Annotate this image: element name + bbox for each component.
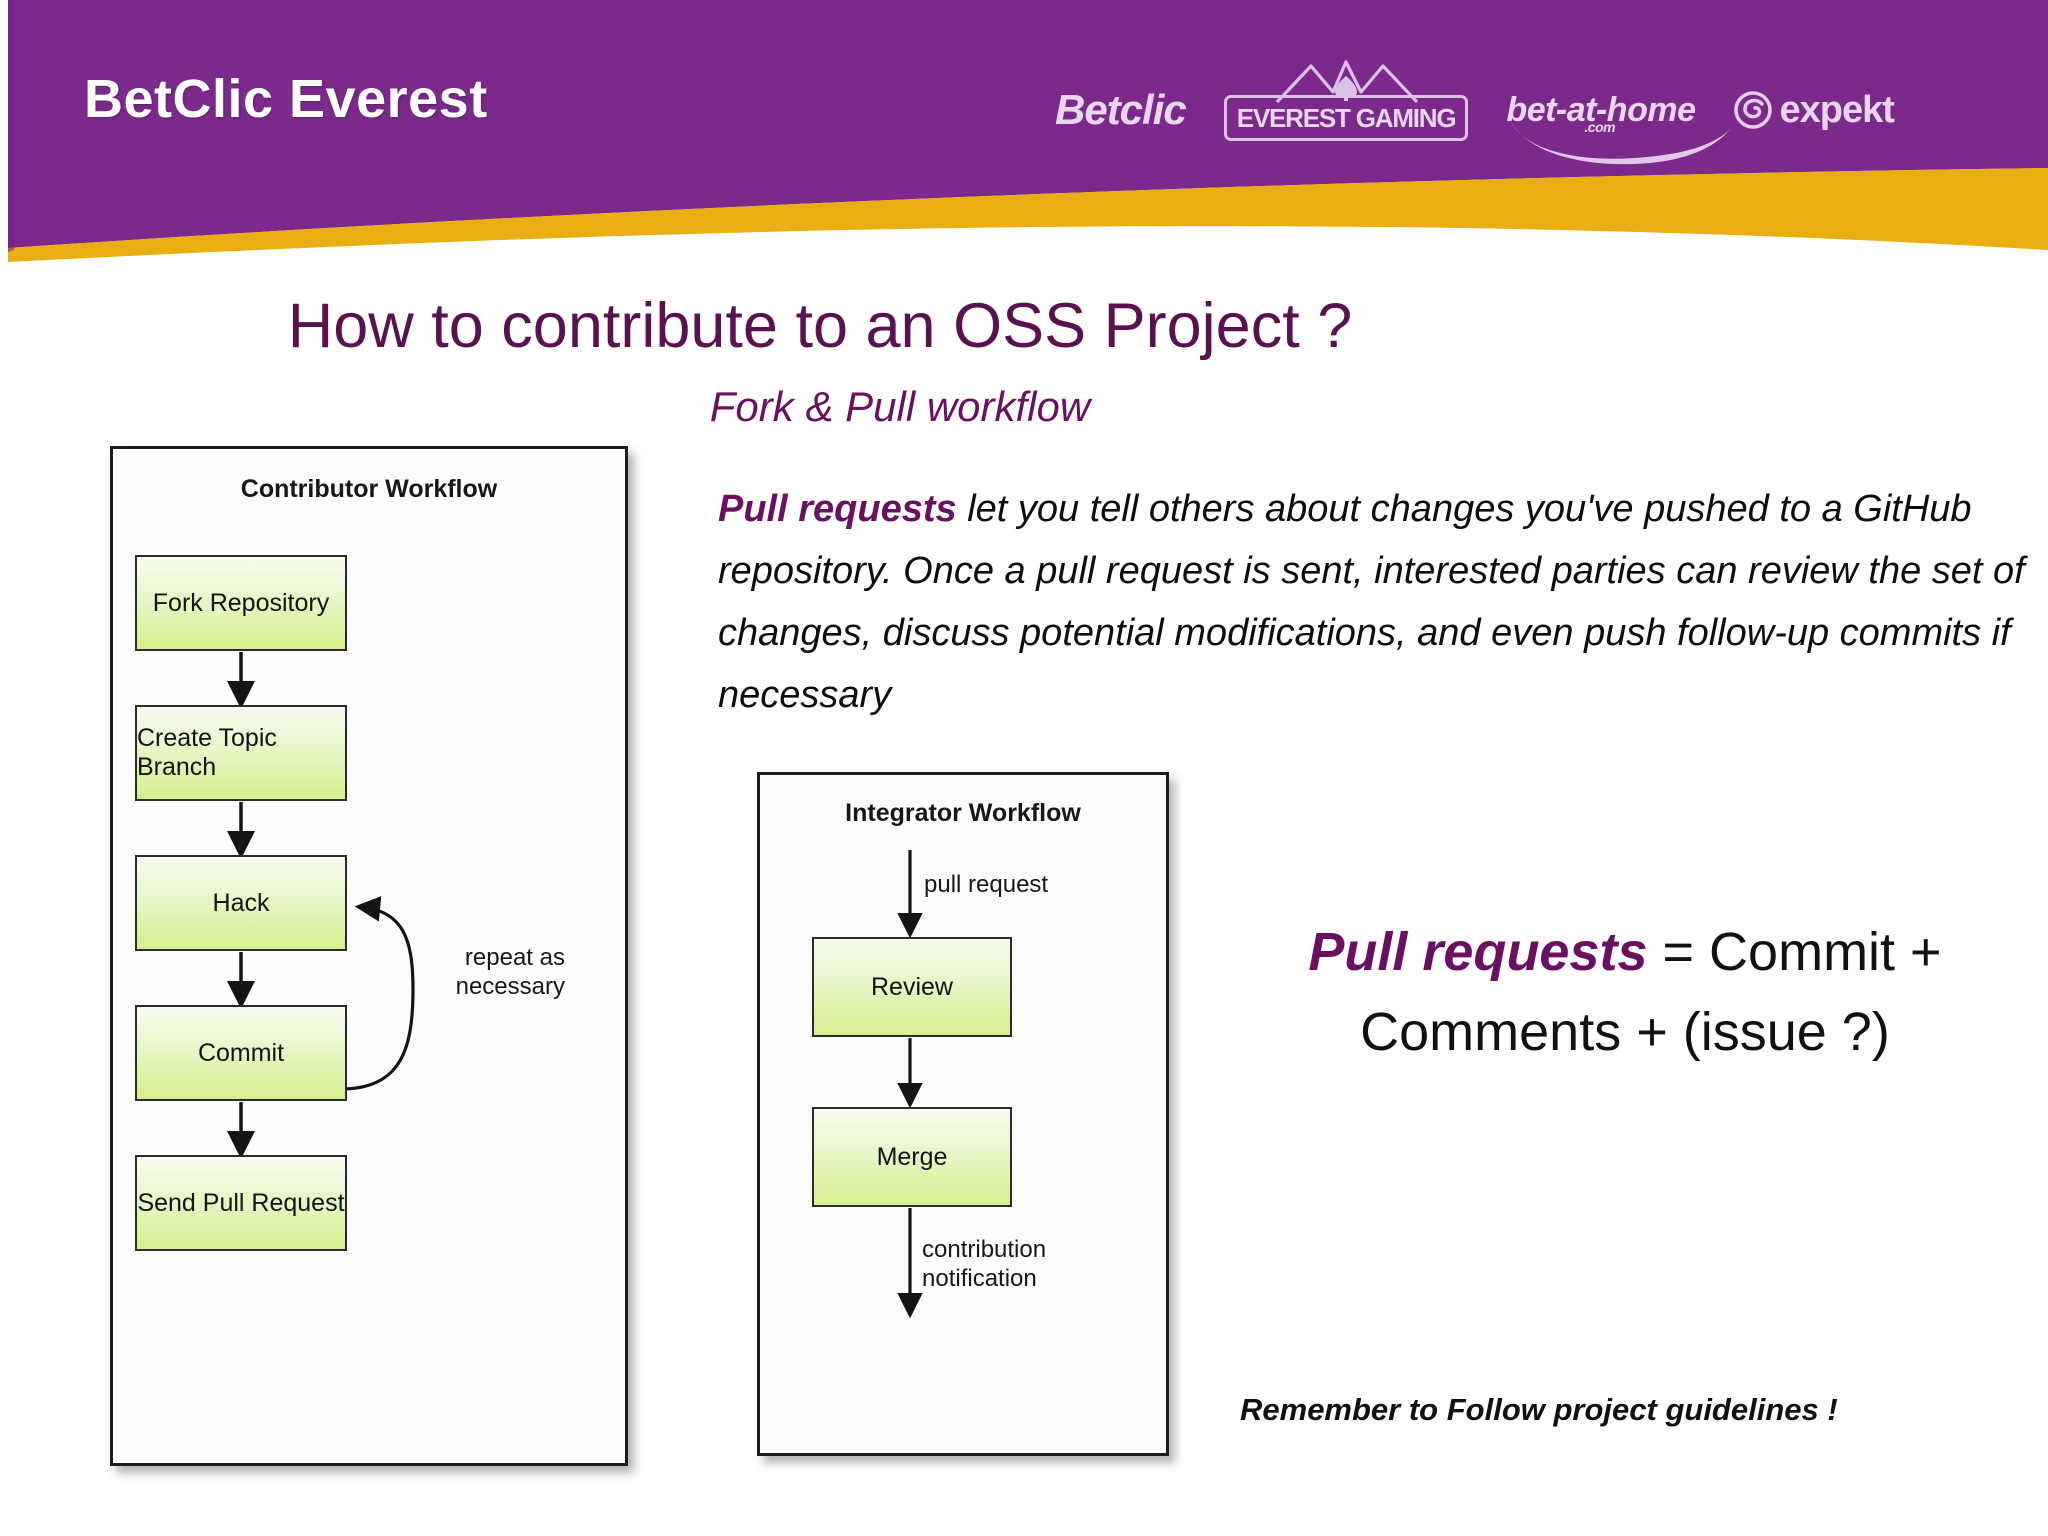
swoosh-icon bbox=[1510, 118, 1733, 164]
header-background-shape bbox=[8, 0, 2048, 262]
flow-node-create-topic-branch[interactable]: Create Topic Branch bbox=[135, 705, 347, 801]
flow-node-fork-repository[interactable]: Fork Repository bbox=[135, 555, 347, 651]
brand-title: BetClic Everest bbox=[84, 69, 488, 129]
flow-node-send-pull-request[interactable]: Send Pull Request bbox=[135, 1155, 347, 1251]
flow-node-commit[interactable]: Commit bbox=[135, 1005, 347, 1101]
repeat-loop-label: repeat as necessary bbox=[455, 944, 565, 1000]
paragraph-lead-term: Pull requests bbox=[718, 488, 957, 530]
equation-line-2: Comments + (issue ?) bbox=[1360, 1002, 1890, 1062]
integrator-workflow-heading: Integrator Workflow bbox=[845, 799, 1081, 827]
body-paragraph: Pull requests let you tell others about … bbox=[718, 478, 2028, 726]
flow-node-review[interactable]: Review bbox=[812, 937, 1012, 1037]
flow-node-hack[interactable]: Hack bbox=[135, 855, 347, 951]
flow-node-label: Send Pull Request bbox=[137, 1188, 345, 1217]
mountain-peaks-icon bbox=[1275, 60, 1419, 104]
everest-gaming-label: EVEREST GAMING bbox=[1236, 103, 1457, 133]
slide-subtitle: Fork & Pull workflow bbox=[709, 383, 1091, 430]
bet-at-home-label: bet-at-home bbox=[1506, 90, 1696, 129]
contributor-workflow-diagram: Contributor Workflow Fork Repository Cre… bbox=[110, 446, 628, 1466]
bet-at-home-logo: bet-at-home .com bbox=[1506, 90, 1733, 164]
paragraph-body-text: let you tell others about changes you've… bbox=[718, 488, 2025, 716]
equation-lead-term: Pull requests bbox=[1308, 922, 1648, 982]
partner-logo-strip: Betclic EVEREST GAMING bet-at-home .com … bbox=[1055, 60, 1985, 164]
flow-node-label: Review bbox=[871, 972, 953, 1001]
equation-line-1-rest: = Commit + bbox=[1647, 922, 1942, 982]
flow-node-label: Merge bbox=[876, 1142, 948, 1171]
equation-block: Pull requests = Commit + Comments + (iss… bbox=[1235, 912, 2015, 1072]
footer-note: Remember to Follow project guidelines ! bbox=[1240, 1392, 1838, 1427]
expekt-logo: expekt bbox=[1733, 88, 1895, 132]
equation-line-1: Pull requests = Commit + bbox=[1235, 912, 2015, 992]
flow-node-label: Commit bbox=[197, 1038, 285, 1067]
flow-node-merge[interactable]: Merge bbox=[812, 1107, 1012, 1207]
flow-node-label: Hack bbox=[212, 888, 270, 917]
pull-request-edge-label: pull request bbox=[924, 871, 1049, 898]
integrator-workflow-diagram: Integrator Workflow pull request Review … bbox=[757, 772, 1169, 1456]
flow-node-label: Create Topic Branch bbox=[137, 724, 277, 781]
bet-at-home-dotcom-label: .com bbox=[1584, 118, 1616, 135]
expekt-label: expekt bbox=[1779, 88, 1894, 131]
spiral-icon bbox=[1734, 91, 1773, 129]
slide-title: How to contribute to an OSS Project ? bbox=[287, 291, 1353, 361]
betclic-logo: Betclic bbox=[1055, 86, 1187, 133]
header-banner: BetClic Everest Betclic EVEREST GAMING b… bbox=[0, 0, 2048, 268]
contribution-notification-edge-label: contribution notification bbox=[922, 1236, 1047, 1292]
everest-gaming-logo: EVEREST GAMING bbox=[1223, 60, 1469, 141]
contributor-workflow-heading: Contributor Workflow bbox=[240, 475, 498, 503]
flow-node-label: Fork Repository bbox=[152, 588, 330, 617]
